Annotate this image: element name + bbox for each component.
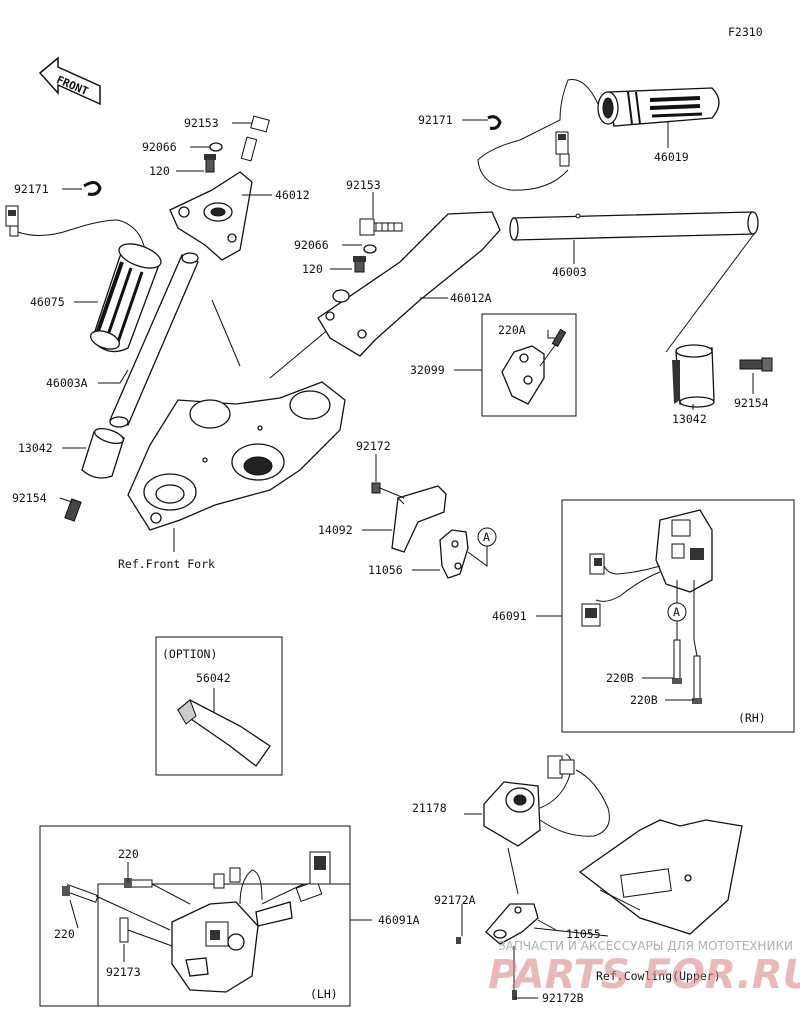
label-ref-cowling: Ref.Cowling(Upper)	[596, 969, 721, 983]
bracket-14092	[391, 485, 447, 553]
label-220-top: 220	[118, 847, 139, 861]
label-11055: 11055	[566, 927, 601, 941]
label-46012: 46012	[275, 188, 310, 202]
label-92172: 92172	[356, 439, 391, 453]
label-21178: 21178	[412, 801, 447, 815]
label-92172B: 92172B	[542, 991, 584, 1005]
label-option: (OPTION)	[162, 647, 217, 661]
screw-92154-right	[739, 357, 773, 372]
label-92153-right: 92153	[346, 178, 381, 192]
label-46019: 46019	[654, 150, 689, 164]
lh-switch-box	[39, 825, 351, 1007]
label-220B-b: 220B	[630, 693, 658, 707]
leader-lines	[59, 119, 754, 999]
label-56042: 56042	[196, 671, 231, 685]
label-92066-left: 92066	[142, 140, 177, 154]
option-box	[155, 636, 283, 776]
label-ref-front-fork: Ref.Front Fork	[118, 557, 215, 571]
bolt-92153-left	[240, 115, 270, 162]
clip-92171-right	[487, 115, 502, 130]
clamp-46012	[169, 171, 253, 261]
label-92173: 92173	[106, 965, 141, 979]
screw-92172	[371, 482, 381, 494]
watermark-line2: PARTS FOR.RU	[488, 952, 800, 998]
label-46091A: 46091A	[378, 913, 420, 927]
bar-46003A	[109, 252, 199, 428]
label-46003A: 46003A	[46, 376, 88, 390]
leader-46012A-clamp	[269, 327, 331, 379]
label-92172A: 92172A	[434, 893, 476, 907]
marker-a-rh	[667, 602, 687, 622]
module-21178	[483, 753, 610, 847]
label-lh: (LH)	[310, 987, 338, 1001]
clamp-46012A	[317, 211, 501, 357]
label-92154-right: 92154	[734, 396, 769, 410]
washer-92066-left	[209, 142, 223, 152]
connector-right-grip	[555, 131, 570, 167]
label-220B-a: 220B	[606, 671, 634, 685]
clip-92171-left	[83, 181, 102, 196]
label-92154-left: 92154	[12, 491, 47, 505]
connector-left-grip	[5, 205, 146, 251]
label-120-right: 120	[302, 262, 323, 276]
label-92153-left: 92153	[184, 116, 219, 130]
screw-92172B	[512, 990, 517, 1000]
label-120-left: 120	[149, 164, 170, 178]
marker-a-top-label: A	[483, 530, 490, 544]
rh-switch-box	[561, 499, 795, 733]
label-14092: 14092	[318, 523, 353, 537]
watermark-line1: ЗАПЧАСТИ И АКСЕССУАРЫ ДЛЯ МОТОТЕХНИКИ	[498, 939, 793, 953]
screw-120-left	[204, 154, 216, 173]
grip-46075	[89, 243, 162, 353]
label-46003: 46003	[552, 265, 587, 279]
label-92171-right: 92171	[418, 113, 453, 127]
label-92171-left: 92171	[14, 182, 49, 196]
label-46012A: 46012A	[450, 291, 492, 305]
diagram-code: F2310	[728, 25, 763, 39]
bracket-11055	[485, 903, 539, 945]
screw-120-right	[353, 256, 366, 273]
screw-92154-left	[64, 498, 82, 522]
screw-92172A	[456, 937, 461, 944]
bolt-92153-right	[359, 218, 403, 236]
front-arrow-icon: FRONT	[38, 56, 101, 106]
label-92066-right: 92066	[294, 238, 329, 252]
leader-46003A-clamp	[211, 299, 241, 367]
inset-32099	[481, 313, 577, 417]
bar-end-13042-left	[81, 427, 125, 479]
bar-46003	[509, 211, 759, 241]
part-labels: 92153 92066 120 92171 46075 46003A 13042…	[12, 113, 769, 1005]
label-46091: 46091	[492, 609, 527, 623]
marker-a-rh-label: A	[673, 605, 680, 619]
label-11056: 11056	[368, 563, 403, 577]
label-13042-left: 13042	[18, 441, 53, 455]
cowling-upper	[578, 819, 743, 935]
watermark: ЗАПЧАСТИ И АКСЕССУАРЫ ДЛЯ МОТОТЕХНИКИ PA…	[488, 939, 800, 998]
label-46075: 46075	[30, 295, 65, 309]
label-220A: 220A	[498, 323, 526, 337]
label-13042-right: 13042	[672, 412, 707, 426]
grip-wire-right	[477, 79, 599, 191]
label-rh: (RH)	[738, 711, 766, 725]
washer-92066-right	[363, 244, 377, 254]
label-32099: 32099	[410, 363, 445, 377]
triple-clamp	[127, 381, 346, 531]
bar-end-13042-right	[672, 344, 715, 408]
leader-bar-to-end	[665, 233, 755, 353]
grip-46019	[597, 87, 720, 127]
label-220-left: 220	[54, 927, 75, 941]
bracket-11056	[439, 529, 469, 579]
